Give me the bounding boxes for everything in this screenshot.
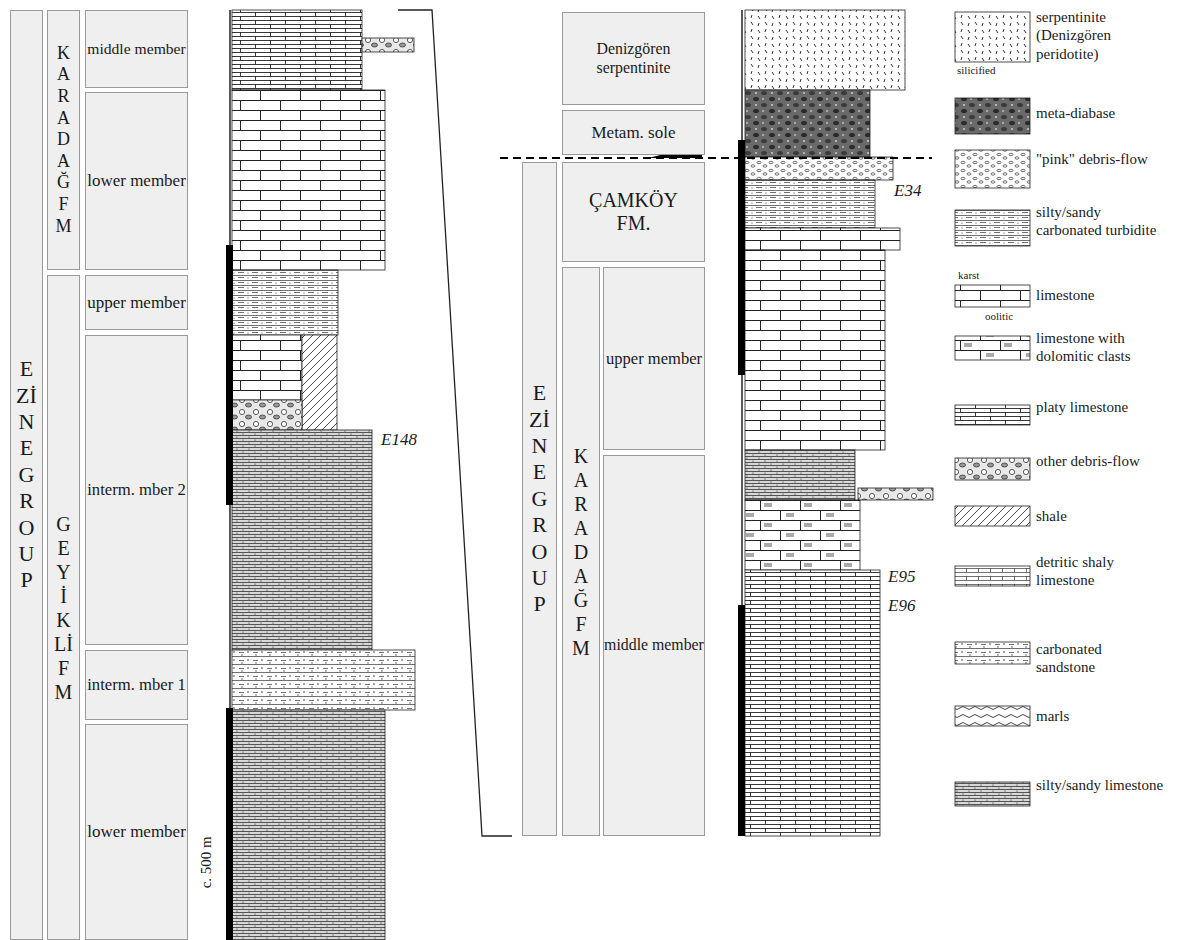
member-box: upper member	[603, 267, 705, 450]
legend-text: silty/sandy carbonated turbidite	[1036, 203, 1164, 240]
unit-name: middle member	[604, 636, 704, 654]
legend-text: "pink" debris-flow	[1036, 150, 1164, 168]
formation-box: KARADAĞ FM	[562, 267, 600, 836]
right-sample-bar	[738, 10, 745, 836]
legend-text: platy limestone	[1036, 398, 1164, 416]
legend-text: detritic shaly limestone	[1036, 553, 1164, 590]
formation-box: GEYİKLİ FM	[47, 275, 80, 940]
sample-number: E96	[888, 597, 915, 616]
legend-text: other debris-flow	[1036, 452, 1164, 470]
unit-name: Metam. sole	[591, 123, 675, 143]
legend-swatches	[955, 12, 1030, 806]
member-box: middle member	[603, 455, 705, 836]
unit-box: Metam. sole	[562, 110, 705, 155]
left-column	[232, 10, 415, 940]
legend-note: karst	[958, 269, 979, 281]
legend-note: silicified	[957, 64, 996, 76]
formation-box: KARADAĞ FM	[47, 10, 80, 270]
unit-name: lower member	[87, 822, 186, 842]
member-box: upper member	[85, 275, 188, 330]
unit-name: ÇAMKÖY FM.	[584, 189, 684, 235]
vertical-unit-name: KARADAĞ FM	[571, 444, 591, 660]
group-box: EZİNE GROUP	[10, 10, 43, 940]
left-sample-bar	[226, 10, 233, 940]
legend-text: limestone with dolomitic clasts	[1036, 329, 1164, 366]
legend-text: shale	[1036, 507, 1164, 525]
member-box: middle member	[85, 10, 188, 88]
sample-number: E34	[894, 182, 921, 201]
vertical-unit-name: GEYİKLİ FM	[54, 512, 74, 704]
vertical-unit-name: EZİNE GROUP	[16, 356, 38, 594]
legend-note: oolitic	[985, 310, 1013, 322]
right-column	[745, 10, 933, 836]
unit-box: Denizgören serpentinite	[562, 12, 705, 105]
unit-name: upper member	[606, 349, 702, 368]
sample-number: E148	[381, 431, 417, 450]
legend-text: serpentinite (Denizgören peridotite)	[1036, 8, 1164, 63]
member-box: interm. mber 2	[85, 335, 188, 645]
vertical-unit-name: EZİNE GROUP	[529, 380, 551, 618]
formation-box: ÇAMKÖY FM.	[562, 162, 705, 262]
member-box: interm. mber 1	[85, 650, 188, 720]
vertical-unit-name: KARADAĞ FM	[55, 43, 73, 237]
correlation-lines	[398, 10, 512, 836]
legend-text: meta-diabase	[1036, 104, 1164, 122]
thickness-scale: c. 500 m	[198, 836, 215, 888]
group-box: EZİNE GROUP	[522, 162, 557, 836]
unit-name: interm. mber 2	[87, 480, 186, 499]
unit-name: lower member	[87, 171, 186, 191]
sample-number: E95	[888, 568, 915, 587]
legend-text: marls	[1036, 707, 1164, 725]
member-box: lower member	[85, 724, 188, 940]
legend-text: silty/sandy limestone	[1036, 776, 1164, 794]
legend-text: carbonated sandstone	[1036, 640, 1164, 677]
legend-text: limestone	[1036, 286, 1164, 304]
member-box: lower member	[85, 92, 188, 270]
unit-name: upper member	[87, 293, 186, 313]
unit-name: interm. mber 1	[87, 675, 186, 694]
unit-name: middle member	[87, 40, 186, 58]
unit-name: Denizgören serpentinite	[563, 40, 704, 76]
